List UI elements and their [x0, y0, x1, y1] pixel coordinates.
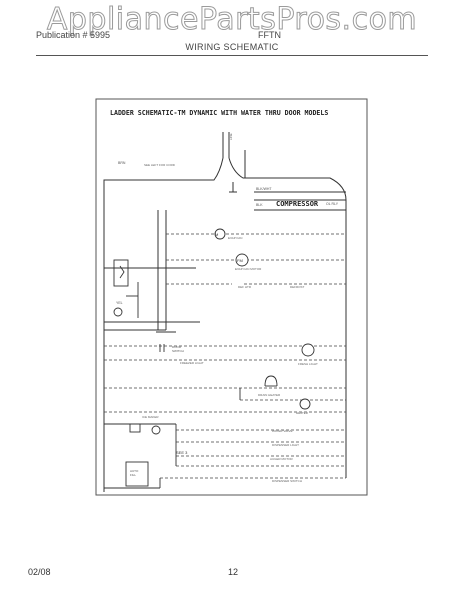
- svg-text:SWITCH: SWITCH: [172, 349, 184, 353]
- svg-text:EVAP FAN: EVAP FAN: [228, 236, 242, 240]
- svg-text:AUGER MOTOR: AUGER MOTOR: [270, 457, 293, 461]
- left-rails: [103, 210, 347, 492]
- svg-text:BLK/WHT: BLK/WHT: [256, 187, 272, 191]
- svg-text:DRAIN HEATER: DRAIN HEATER: [258, 393, 281, 397]
- svg-text:YEL: YEL: [116, 301, 123, 305]
- heater-element: [239, 375, 278, 400]
- svg-text:DEFROST: DEFROST: [290, 285, 305, 289]
- svg-text:FREEZER LIGHT: FREEZER LIGHT: [180, 361, 204, 365]
- svg-text:BLK: BLK: [256, 203, 263, 207]
- page-number: 12: [228, 567, 239, 577]
- svg-text:LINE: LINE: [229, 133, 233, 140]
- svg-text:EVAP FAN MOTOR: EVAP FAN MOTOR: [235, 267, 262, 271]
- svg-text:ICE MAKER: ICE MAKER: [142, 415, 159, 419]
- svg-text:AUTO: AUTO: [130, 469, 139, 473]
- svg-text:OL RLY: OL RLY: [326, 202, 339, 206]
- schematic-rungs: [104, 233, 346, 479]
- page-title: WIRING SCHEMATIC: [185, 42, 279, 52]
- footer-date: 02/08: [28, 567, 51, 577]
- svg-text:HEATER: HEATER: [296, 411, 309, 415]
- model-number: FFTN: [258, 30, 281, 40]
- compressor-label: COMPRESSOR: [276, 200, 319, 208]
- svg-text:M: M: [215, 232, 218, 237]
- svg-text:DISPENSER LIGHT: DISPENSER LIGHT: [272, 443, 299, 447]
- svg-text:SEE 3: SEE 3: [176, 450, 188, 455]
- control-section: [104, 259, 200, 352]
- svg-text:DOOR: DOOR: [172, 345, 182, 349]
- svg-text:FILL: FILL: [130, 473, 136, 477]
- svg-text:FRESH LIGHT: FRESH LIGHT: [298, 362, 318, 366]
- watermark: AppliancePartsPros.com: [46, 2, 418, 38]
- schematic-frame: [95, 98, 368, 496]
- header-rule: [36, 55, 428, 56]
- svg-text:WATER VALVE: WATER VALVE: [272, 429, 293, 433]
- svg-text:DISPENSER SWITCH: DISPENSER SWITCH: [272, 479, 302, 483]
- compressor-block: [254, 191, 346, 211]
- power-cord: [103, 132, 347, 226]
- publication-number: Publication # 5995: [36, 30, 111, 40]
- schematic-title: LADDER SCHEMATIC-TM DYNAMIC WITH WATER T…: [110, 109, 328, 117]
- svg-text:FM: FM: [237, 258, 243, 263]
- fan-motors: [214, 228, 315, 410]
- ice-maker-section: [104, 423, 177, 489]
- svg-text:DEF HTR: DEF HTR: [238, 285, 252, 289]
- svg-text:SEE LEFT FOR CORD: SEE LEFT FOR CORD: [144, 163, 176, 167]
- svg-text:BRN: BRN: [118, 161, 126, 165]
